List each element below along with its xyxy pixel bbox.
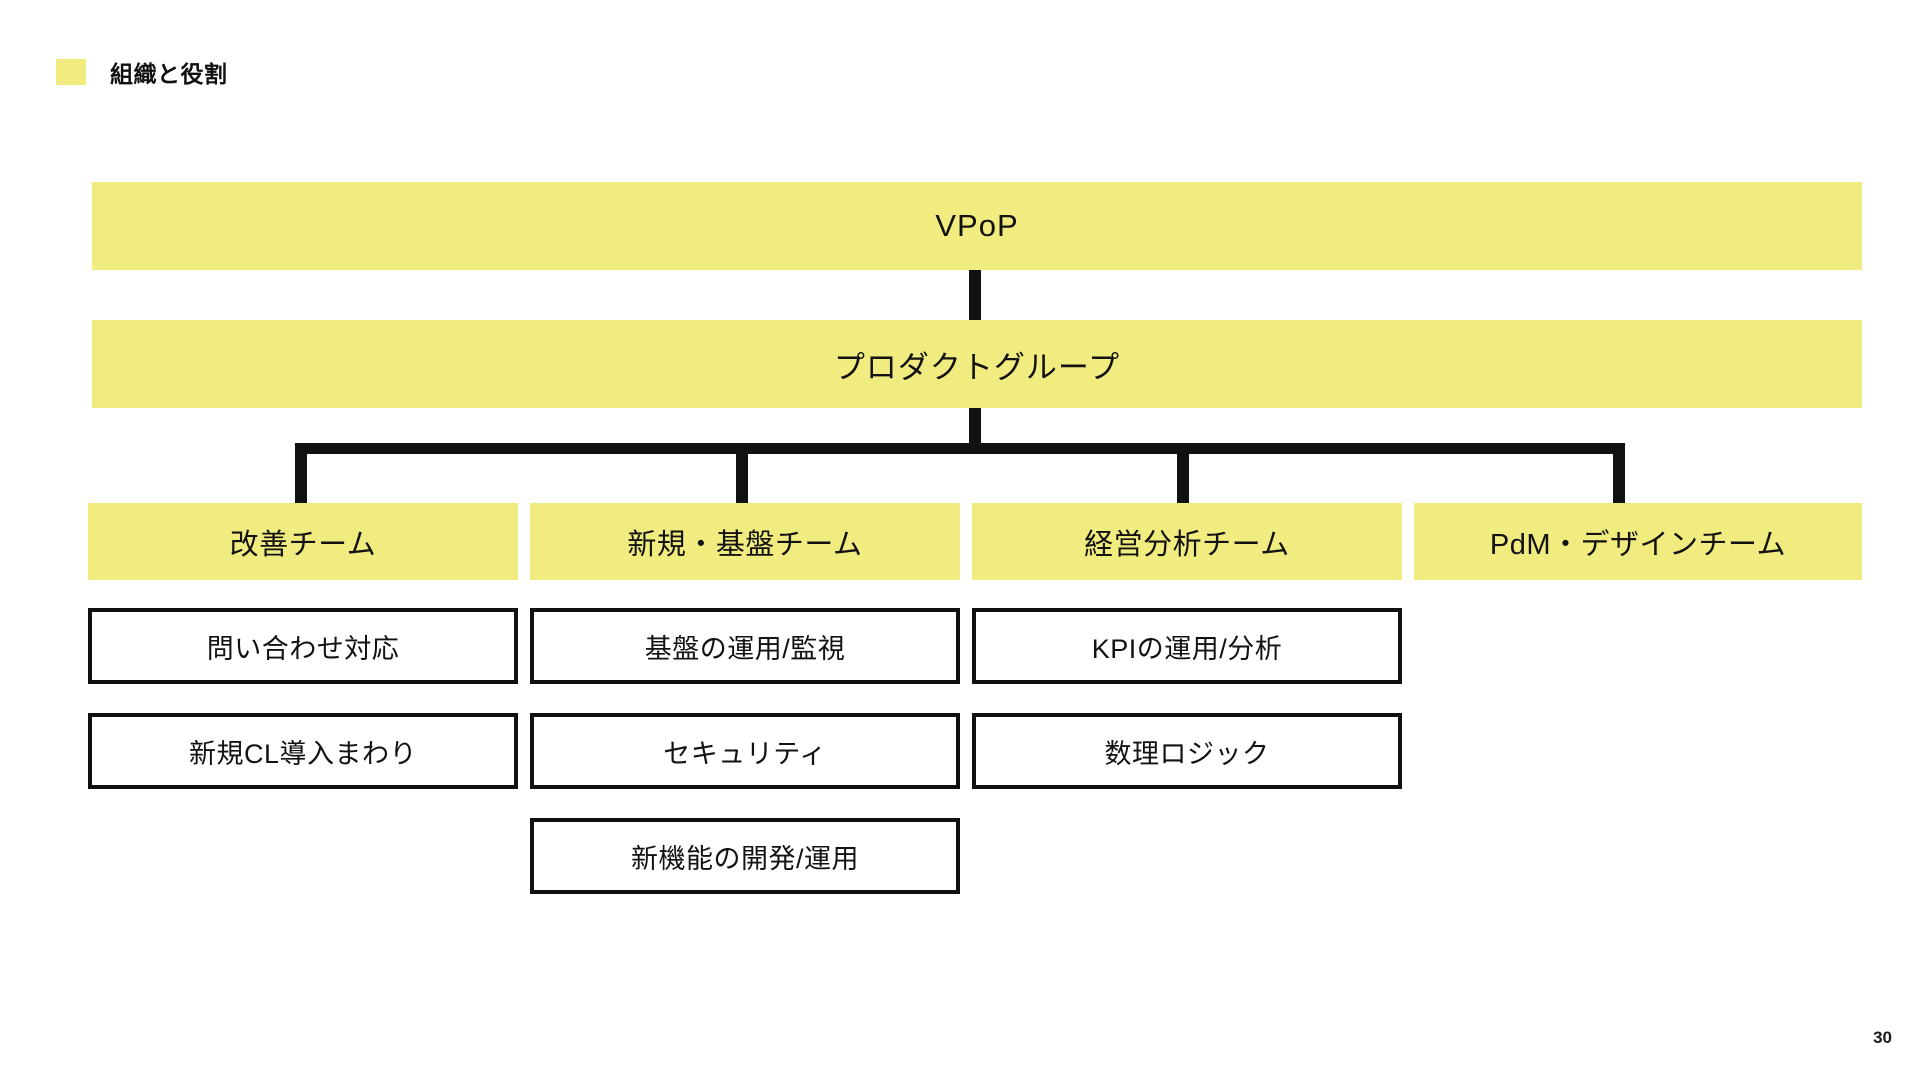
task-box-1-1[interactable]: 問い合わせ対応 [88,608,518,684]
team-box-1[interactable]: 改善チーム [88,503,518,580]
task-label-2-2: セキュリティ [663,738,827,769]
task-box-2-2[interactable]: セキュリティ [530,713,960,789]
connector-vpop-to-group [969,270,981,320]
task-box-3-2[interactable]: 数理ロジック [972,713,1402,789]
task-box-1-2[interactable]: 新規CL導入まわり [88,713,518,789]
connector-drop-team-1 [295,443,307,505]
task-box-3-1[interactable]: KPIの運用/分析 [972,608,1402,684]
task-label-3-1: KPIの運用/分析 [1091,633,1283,664]
task-box-2-3[interactable]: 新機能の開発/運用 [530,818,960,894]
team-label-1: 改善チーム [229,528,377,561]
team-box-2[interactable]: 新規・基盤チーム [530,503,960,580]
connector-drop-team-3 [1177,443,1189,505]
slide-header: 組織と役割 [56,55,228,89]
team-label-4: PdM・デザインチーム [1489,528,1787,561]
task-label-2-1: 基盤の運用/監視 [644,633,846,664]
connector-drop-team-4 [1613,443,1625,505]
connector-horizontal-bus [295,443,1625,454]
team-box-4[interactable]: PdM・デザインチーム [1414,503,1862,580]
task-label-1-1: 問い合わせ対応 [206,633,400,664]
task-box-2-1[interactable]: 基盤の運用/監視 [530,608,960,684]
node-vpop-label: VPoP [935,208,1019,243]
task-label-2-3: 新機能の開発/運用 [630,843,859,874]
connector-drop-team-2 [736,443,748,505]
page-number: 30 [1873,1028,1892,1047]
node-product-group[interactable]: プロダクトグループ [92,320,1862,408]
header-marker-icon [56,59,86,85]
team-box-3[interactable]: 経営分析チーム [972,503,1402,580]
team-label-3: 経営分析チーム [1084,528,1290,561]
task-label-3-2: 数理ロジック [1104,738,1270,769]
node-vpop[interactable]: VPoP [92,182,1862,270]
connector-group-stem [969,408,981,453]
page-title: 組織と役割 [110,61,228,87]
team-label-2: 新規・基盤チーム [627,528,863,561]
node-product-group-label: プロダクトグループ [833,349,1121,385]
task-label-1-2: 新規CL導入まわり [188,738,417,769]
